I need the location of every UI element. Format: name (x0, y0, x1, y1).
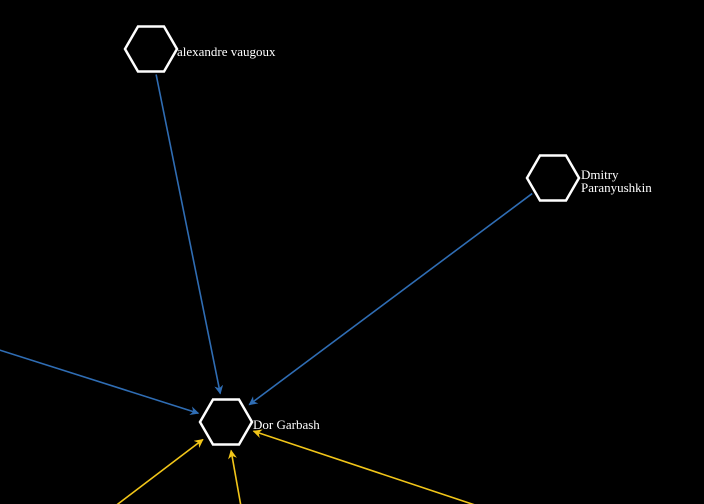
node-alexandre[interactable]: alexandre vaugoux (123, 25, 276, 73)
edge-offscreen-left-to-dor[interactable] (0, 347, 200, 416)
edge-dmitry-to-dor[interactable] (248, 192, 533, 406)
edge-offscreen-bottom-to-dor[interactable] (228, 449, 242, 504)
node-dor[interactable]: Dor Garbash (198, 398, 320, 446)
edge-alexandre-to-dor[interactable] (155, 74, 224, 395)
edge-offscreen-bottom-right-to-dor[interactable] (252, 429, 490, 504)
node-label-line: alexandre vaugoux (177, 44, 276, 59)
node-hexagon[interactable] (525, 154, 581, 202)
node-hexagon[interactable] (198, 398, 254, 446)
edges-layer (0, 74, 533, 504)
node-label-line: Paranyushkin (581, 180, 652, 195)
node-hexagon[interactable] (123, 25, 179, 73)
node-label-line: Dor Garbash (253, 417, 320, 432)
node-label: Dor Garbash (253, 417, 320, 432)
edge-offscreen-bottom-left-to-dor[interactable] (110, 438, 204, 504)
node-label: alexandre vaugoux (177, 44, 276, 59)
node-label-line: Dmitry (581, 167, 619, 182)
